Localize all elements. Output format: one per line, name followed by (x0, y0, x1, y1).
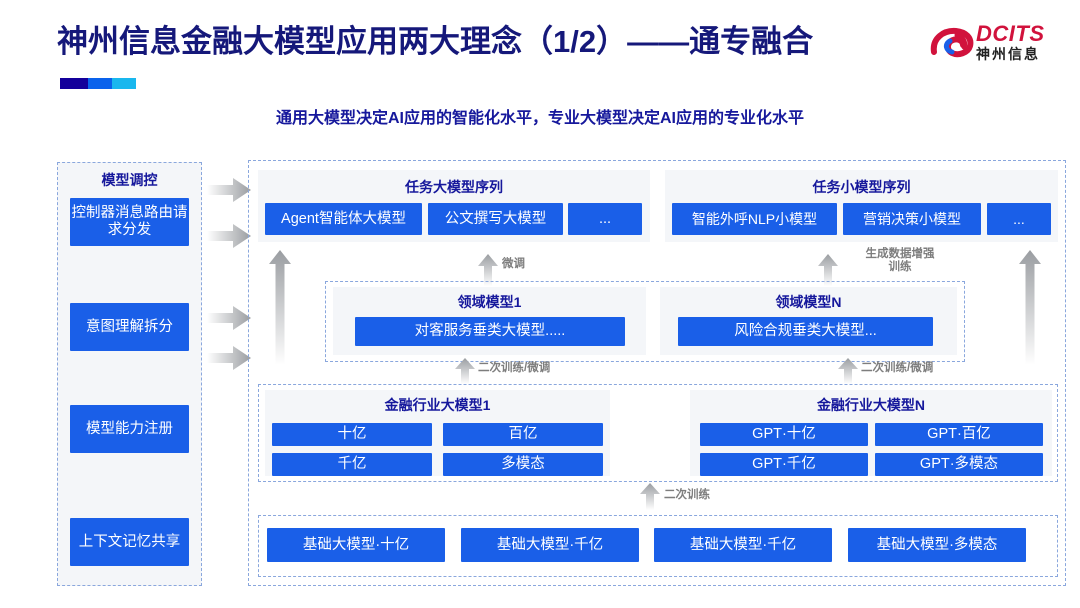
industry-model-container (258, 384, 1058, 482)
industry-model-1-title: 金融行业大模型1 (384, 397, 491, 413)
accent-bar (60, 78, 136, 89)
dcits-swirl-icon (930, 26, 974, 66)
flow-arrow-up-retrain-left (455, 358, 475, 384)
task-large-model-title: 任务大模型序列 (405, 179, 503, 195)
flow-arrow-up-retrain-right (838, 358, 858, 384)
domain-model-n-item[interactable]: 风险合规垂类大模型... (678, 317, 933, 346)
flow-label-retrain: 二次训练 (664, 489, 710, 501)
flow-label-data-augmentation: 生成数据增强 训练 (865, 248, 935, 273)
industry-model-n-item-4[interactable]: GPT·多模态 (875, 453, 1043, 476)
flow-arrow-right-3 (207, 305, 251, 331)
base-model-item-1[interactable]: 基础大模型·十亿 (267, 528, 445, 562)
sidebar-item-capability-registry[interactable]: 模型能力注册 (70, 405, 189, 453)
industry-model-1-item-1[interactable]: 十亿 (272, 423, 432, 446)
flow-arrow-right-4 (207, 345, 251, 371)
task-model-nlp-outbound[interactable]: 智能外呼NLP小模型 (672, 203, 837, 235)
task-model-more-small[interactable]: ... (987, 203, 1051, 235)
dcits-logo: DCITS 神州信息 (930, 22, 1062, 78)
base-model-container (258, 515, 1058, 577)
flow-label-finetune: 微调 (502, 258, 525, 270)
industry-model-n-item-2[interactable]: GPT·百亿 (875, 423, 1043, 446)
base-model-item-2[interactable]: 基础大模型·千亿 (461, 528, 639, 562)
industry-model-1-item-2[interactable]: 百亿 (443, 423, 603, 446)
flow-arrow-right-2 (207, 223, 251, 249)
domain-model-1-title: 领域模型1 (457, 294, 522, 310)
flow-arrow-up-retrain-base (640, 483, 660, 510)
base-model-item-4[interactable]: 基础大模型·多模态 (848, 528, 1026, 562)
industry-model-n-title: 金融行业大模型N (816, 397, 926, 413)
base-model-item-3[interactable]: 基础大模型·千亿 (654, 528, 832, 562)
page-subtitle: 通用大模型决定AI应用的智能化水平，专业大模型决定AI应用的专业化水平 (275, 110, 804, 127)
logo-text: DCITS 神州信息 (976, 22, 1045, 63)
flow-arrow-up-right-tall (1019, 250, 1041, 365)
domain-model-n-title: 领域模型N (775, 294, 842, 310)
logo-en-text: DCITS (976, 21, 1045, 46)
sidebar-item-controller-routing[interactable]: 控制器消息路由请求分发 (70, 198, 189, 246)
task-model-more[interactable]: ... (568, 203, 642, 235)
task-model-marketing-decision[interactable]: 营销决策小模型 (843, 203, 981, 235)
flow-arrow-up-finetune (478, 254, 498, 286)
industry-model-1-item-3[interactable]: 千亿 (272, 453, 432, 476)
accent-segment-1 (60, 78, 88, 89)
domain-model-container (325, 281, 965, 362)
page-header: 神州信息金融大模型应用两大理念（1/2）——通专融合 DCITS 神州信息 (0, 0, 1080, 96)
task-model-agent[interactable]: Agent智能体大模型 (265, 203, 422, 235)
industry-model-n-item-3[interactable]: GPT·千亿 (700, 453, 868, 476)
industry-model-1-item-4[interactable]: 多模态 (443, 453, 603, 476)
flow-arrow-right-1 (207, 177, 251, 203)
sidebar-item-context-memory[interactable]: 上下文记忆共享 (70, 518, 189, 566)
task-model-document-writing[interactable]: 公文撰写大模型 (428, 203, 563, 235)
flow-arrow-up-left-tall (269, 250, 291, 365)
model-stack-container (248, 160, 1066, 586)
accent-segment-2 (88, 78, 112, 89)
flow-label-retrain-finetune-right: 二次训练/微调 (861, 362, 934, 374)
logo-cn-text: 神州信息 (976, 46, 1040, 62)
page-title: 神州信息金融大模型应用两大理念（1/2）——通专融合 (57, 24, 814, 59)
industry-model-n-item-1[interactable]: GPT·十亿 (700, 423, 868, 446)
domain-model-1-item[interactable]: 对客服务垂类大模型..... (355, 317, 625, 346)
flow-arrow-up-data-aug (818, 254, 838, 286)
task-small-model-title: 任务小模型序列 (812, 179, 911, 195)
accent-segment-3 (112, 78, 136, 89)
flow-label-retrain-finetune-left: 二次训练/微调 (478, 362, 551, 374)
sidebar-title: 模型调控 (101, 172, 158, 188)
sidebar-item-intent-parsing[interactable]: 意图理解拆分 (70, 303, 189, 351)
